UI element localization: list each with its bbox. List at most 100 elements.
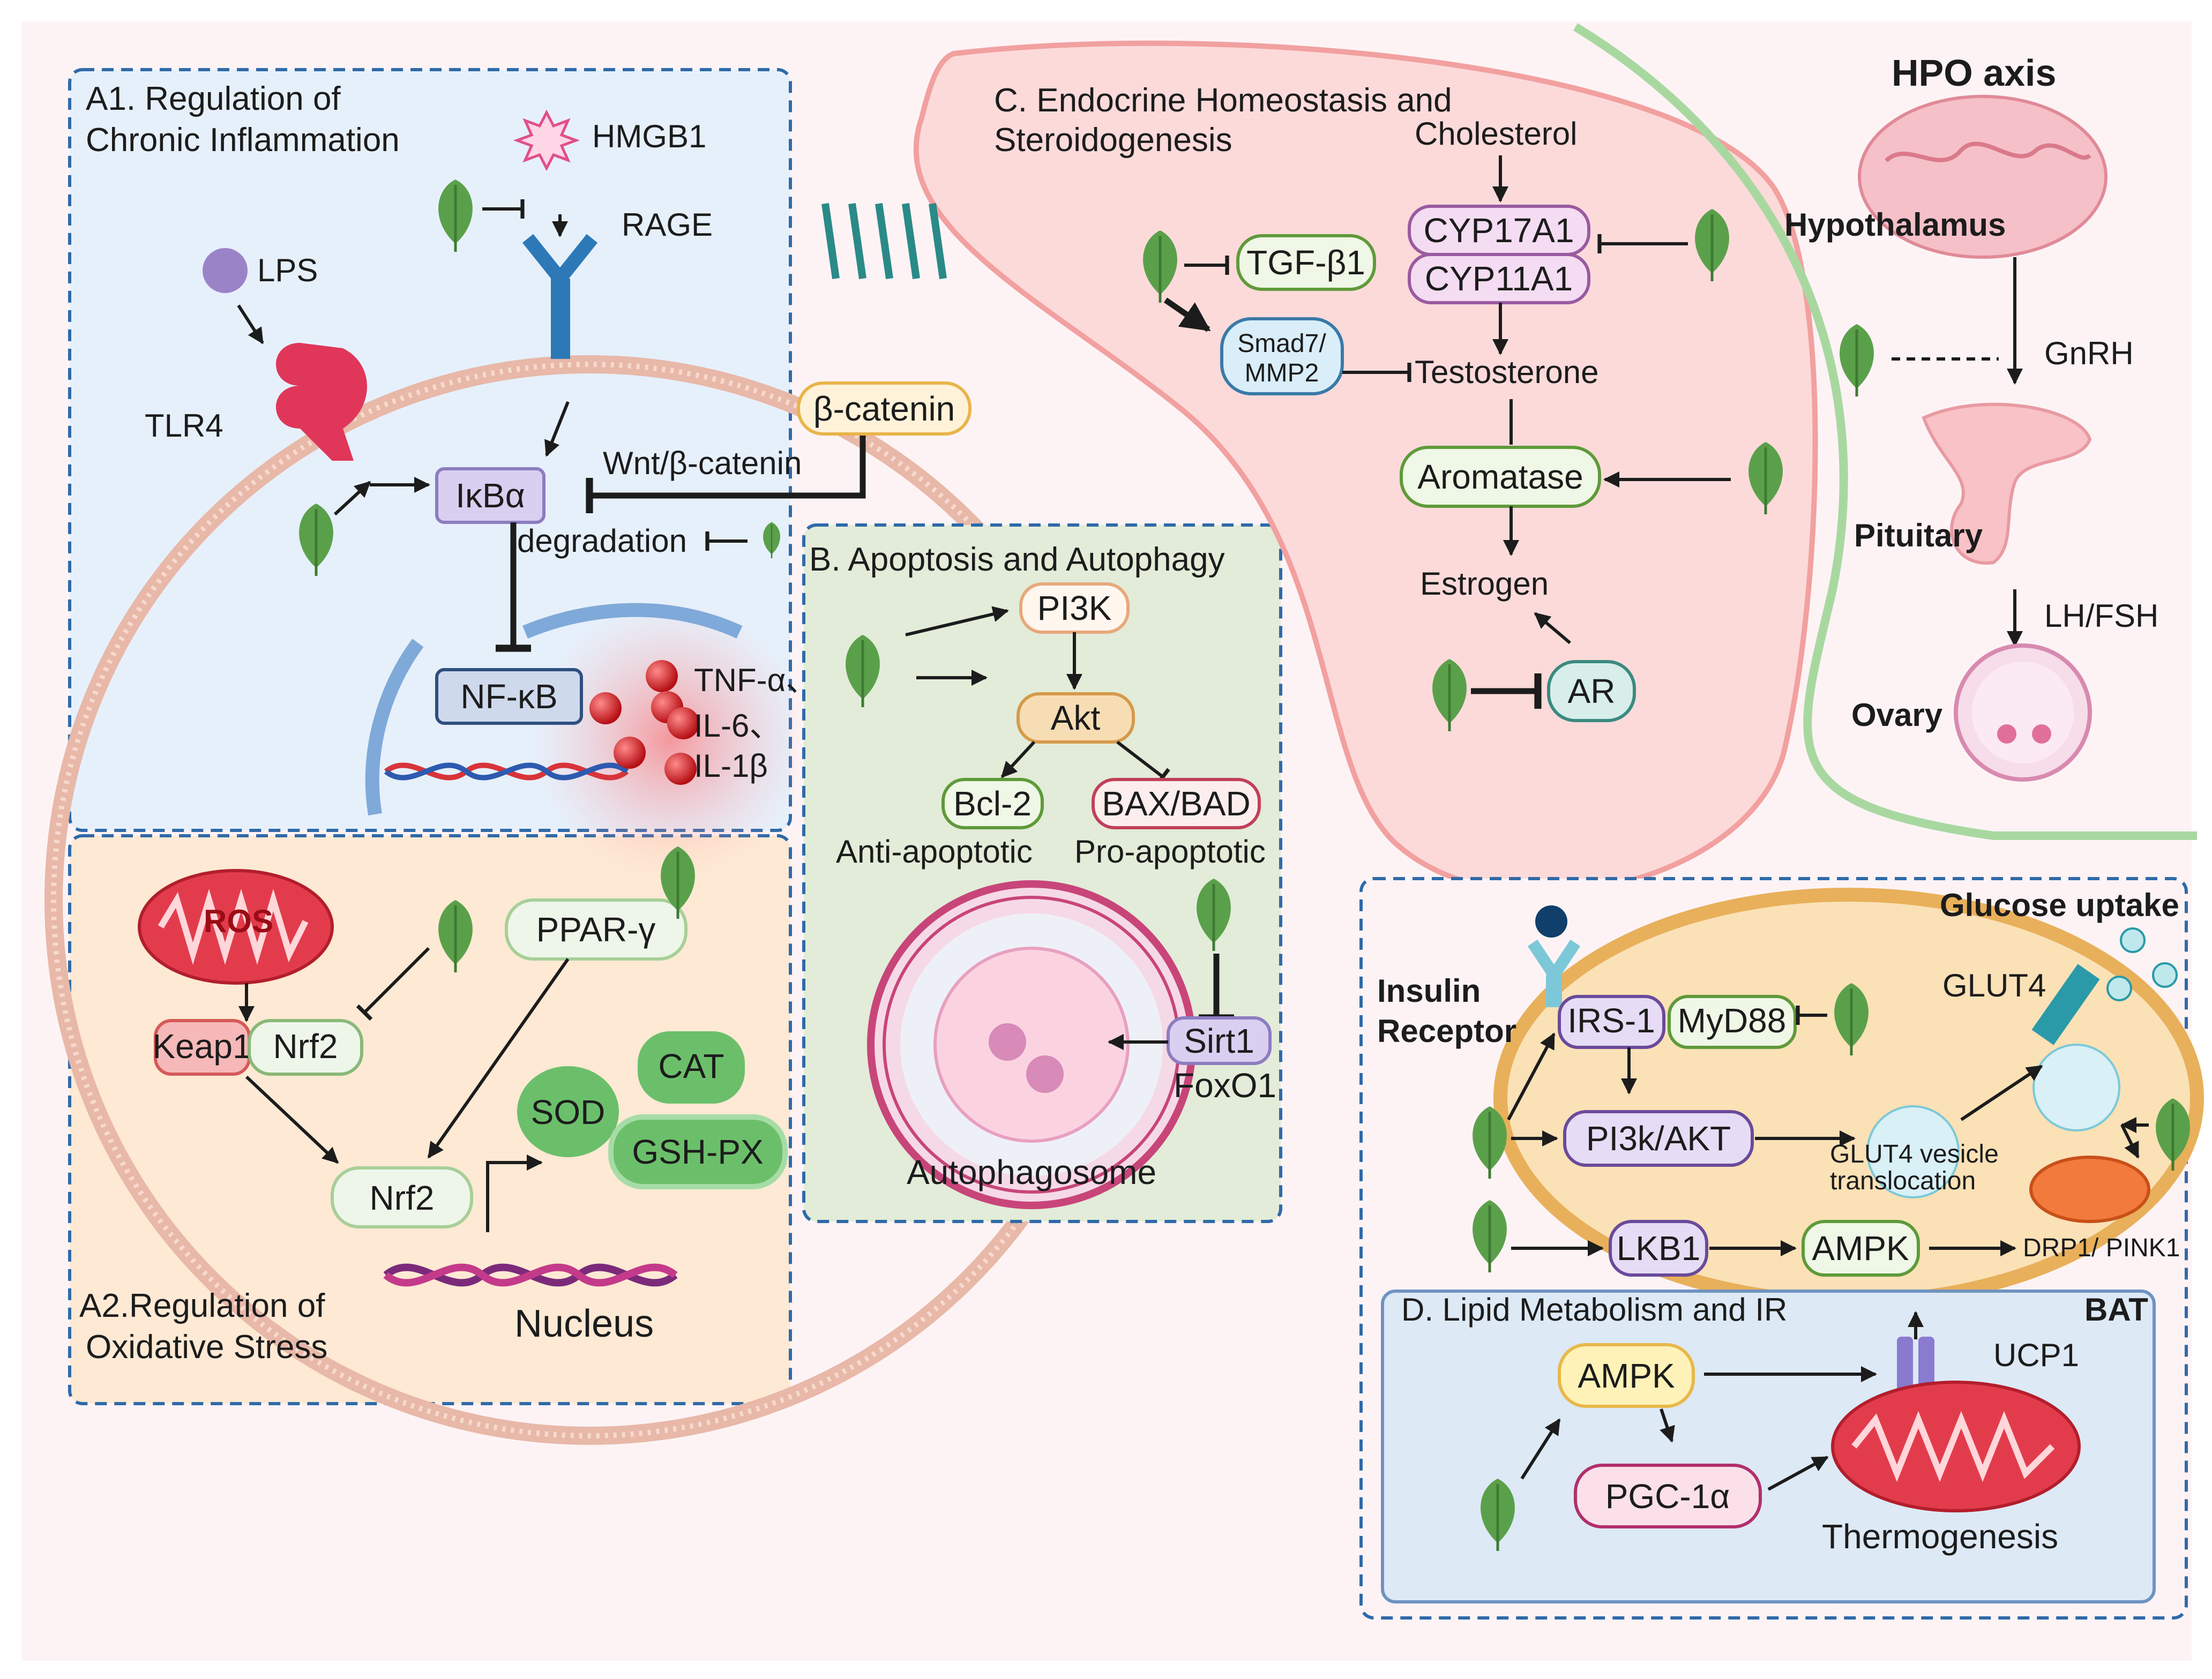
- follicle: [1997, 724, 2016, 744]
- keap1-label: Keap1: [152, 1027, 251, 1066]
- cat-blob: [638, 1031, 745, 1104]
- glut4-vesicle-icon: [1866, 1105, 1960, 1198]
- glut4-vesicle-icon: [2032, 1044, 2120, 1131]
- panel-a2-title-line2: Oxidative Stress: [86, 1329, 327, 1366]
- bcl2-label: Bcl-2: [953, 784, 1032, 823]
- bcl2-pill: [941, 778, 1044, 829]
- beta-catenin-label: β-catenin: [813, 389, 955, 428]
- sod-label: SOD: [531, 1093, 606, 1131]
- nrf2-small-label: Nrf2: [273, 1027, 338, 1066]
- ampk-d-label: AMPK: [1578, 1356, 1675, 1395]
- pgc1a-pill: [1574, 1464, 1762, 1528]
- hypothalamus-label: Hypothalamus: [1784, 207, 2006, 243]
- nfkb-box: [435, 668, 583, 725]
- lps-icon: [203, 248, 248, 293]
- ar-label: AR: [1568, 672, 1616, 710]
- cholesterol-label: Cholesterol: [1415, 116, 1578, 152]
- baxbad-label: BAX/BAD: [1102, 784, 1250, 823]
- nrf2-pill: [331, 1166, 473, 1228]
- il1b-label: IL-1β: [694, 748, 768, 784]
- cyp17a1-label: CYP17A1: [1423, 211, 1574, 250]
- lhfsh-label: LH/FSH: [2044, 598, 2158, 634]
- aromatase-pill: [1400, 446, 1601, 508]
- vesicle-label-line2: translocation: [1830, 1167, 1976, 1195]
- nuclear-envelope: [522, 603, 743, 639]
- nuclear-envelope: [365, 639, 424, 816]
- pi3kakt-pill: [1563, 1110, 1754, 1167]
- mitochondrion-cristae: [158, 889, 309, 965]
- dna-strand: [383, 1263, 678, 1287]
- cytokine-particle: [589, 692, 622, 724]
- ppar-label: PPAR-γ: [536, 910, 656, 949]
- tlr4-label: TLR4: [145, 408, 223, 444]
- ucp1-label: UCP1: [1993, 1337, 2079, 1373]
- degradation-label: degradation: [517, 523, 687, 559]
- irs1-label: IRS-1: [1567, 1001, 1655, 1040]
- nrf2-small-pill: [248, 1019, 363, 1076]
- panel-b-title: B. Apoptosis and Autophagy: [809, 541, 1225, 578]
- cytokine-particle: [667, 707, 699, 739]
- insulin-receptor-stem: [1546, 975, 1562, 1007]
- ar-pill: [1547, 660, 1636, 722]
- panel-d-title: D. Lipid Metabolism and IR: [1401, 1292, 1787, 1328]
- ampk-label: AMPK: [1812, 1229, 1909, 1268]
- mmp2-label: MMP2: [1245, 359, 1319, 387]
- anti-apoptotic-label: Anti-apoptotic: [836, 834, 1033, 870]
- aromatase-label: Aromatase: [1417, 458, 1583, 496]
- panel-d-tag: BAT: [2084, 1292, 2148, 1328]
- cargo-particle: [989, 1023, 1026, 1061]
- ppar-pill: [505, 898, 687, 961]
- ampk-d-pill: [1558, 1343, 1695, 1408]
- mitochondrion-icon: [2029, 1156, 2150, 1223]
- ampk-pill: [1802, 1220, 1920, 1277]
- glucose-particle: [2106, 976, 2132, 1001]
- gshpx-label: GSH-PX: [632, 1133, 763, 1171]
- pituitary-label: Pituitary: [1854, 518, 1983, 553]
- lps-label: LPS: [257, 252, 318, 288]
- tnf-label: TNF-α、: [694, 662, 818, 698]
- pituitary-icon: [1922, 402, 2092, 565]
- panel-a2-title-line1: A2.Regulation of: [79, 1287, 325, 1324]
- hmgb1-label: HMGB1: [592, 118, 706, 154]
- insulin-molecule-icon: [1535, 905, 1567, 938]
- brain-icon: [1858, 95, 2108, 259]
- autophagosome-cargo: [933, 947, 1130, 1143]
- ikba-box: [435, 467, 545, 524]
- panel-c-title-line1: C. Endocrine Homeostasis and: [994, 82, 1452, 119]
- hpo-divider: [1573, 23, 2197, 840]
- smad7-label: Smad7/: [1237, 329, 1326, 358]
- cytokine-particle: [664, 753, 697, 785]
- glut4-transporter-icon: [2031, 964, 2100, 1045]
- glucose-particle: [2152, 962, 2178, 988]
- akt-pill: [1017, 692, 1135, 744]
- pi3kakt-label: PI3k/AKT: [1586, 1119, 1731, 1158]
- ros-label: ROS: [204, 903, 273, 939]
- foxo1-label: FoxO1: [1174, 1066, 1276, 1105]
- gshpx-blob: [608, 1114, 788, 1189]
- ikba-label: IκBα: [455, 476, 525, 515]
- glucose-title: Glucose uptake: [1940, 887, 2179, 923]
- nfkb-label: NF-κB: [460, 677, 557, 716]
- cargo-particle: [1026, 1055, 1064, 1093]
- cyp11a1-label: CYP11A1: [1425, 259, 1573, 298]
- insulin-label-line1: Insulin: [1377, 973, 1481, 1009]
- drp1-label: DRP1/ PINK1: [2023, 1234, 2180, 1262]
- myd88-label: MyD88: [1678, 1001, 1787, 1040]
- ovary-label: Ovary: [1851, 697, 1943, 733]
- cat-label: CAT: [658, 1047, 724, 1085]
- bat-mitochondrion-icon: [1831, 1381, 2081, 1512]
- brain-folds: [1885, 141, 2091, 163]
- pro-apoptotic-label: Pro-apoptotic: [1074, 834, 1266, 870]
- cytokine-particle: [614, 737, 646, 769]
- follicle: [2032, 724, 2051, 744]
- testosterone-label: Testosterone: [1415, 354, 1599, 390]
- pgc1a-label: PGC-1α: [1605, 1477, 1730, 1516]
- ovary-inner: [1972, 662, 2074, 763]
- sirt1-label: Sirt1: [1184, 1022, 1254, 1060]
- panel-c-title-line2: Steroidogenesis: [994, 122, 1232, 159]
- sod-blob: [517, 1066, 619, 1157]
- wnt-label: Wnt/β-catenin: [603, 445, 802, 481]
- rage-label: RAGE: [622, 207, 713, 243]
- panel-a1-title-line1: A1. Regulation of: [86, 80, 341, 117]
